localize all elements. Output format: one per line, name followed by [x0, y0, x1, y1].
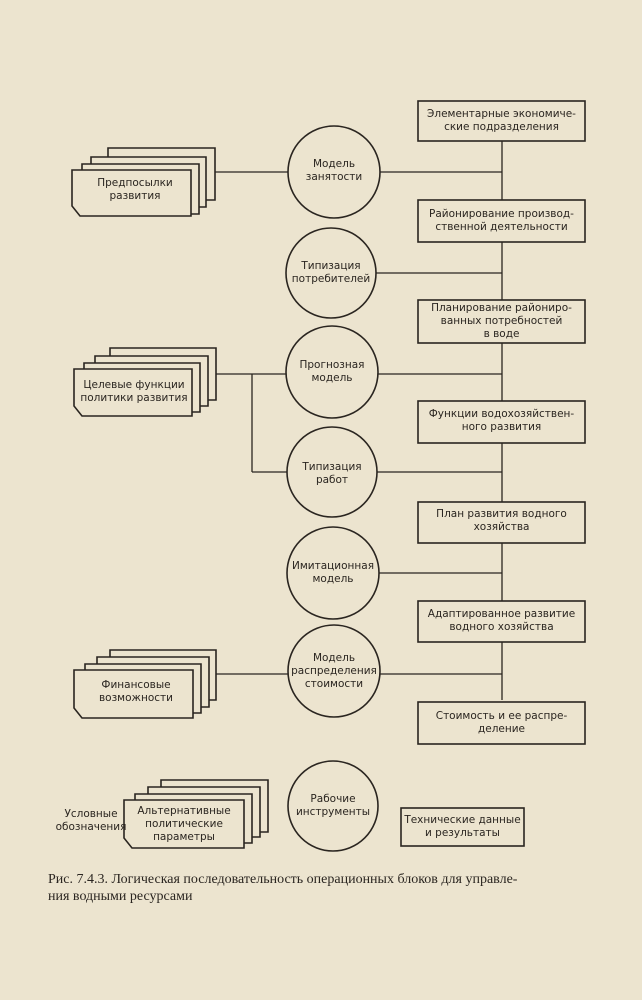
- input-label-target-functions: Целевые функции политики развития: [80, 379, 188, 404]
- input-stack-financial: [73, 649, 217, 719]
- model-circle-cost-model: [287, 624, 381, 718]
- legend-title: Условные обозначения: [55, 808, 127, 833]
- output-box-planning: [417, 299, 586, 344]
- output-label-planning: Планирование райониро- ванных потребност…: [431, 302, 572, 340]
- legend-tool-circle: [287, 760, 379, 852]
- model-circle-employment: [287, 125, 381, 219]
- output-box-plan: [417, 501, 586, 544]
- legend-output-box: [400, 807, 525, 847]
- figure-caption: Рис. 7.4.3. Логическая последовательност…: [48, 872, 518, 904]
- model-circle-consumers: [285, 227, 377, 319]
- output-box-elementary: [417, 100, 586, 142]
- output-box-cost: [417, 701, 586, 745]
- output-label-plan: План развития водного хозяйства: [436, 508, 567, 533]
- model-label-simulation: Имитационная модель: [291, 560, 375, 585]
- input-label-financial: Финансовые возможности: [98, 679, 173, 704]
- model-label-works: Типизация работ: [302, 461, 362, 486]
- model-circle-works: [286, 426, 378, 518]
- input-stack-prerequisites: [71, 147, 216, 217]
- model-label-forecast: Прогнозная модель: [299, 359, 365, 384]
- input-stack-target-functions: [73, 347, 217, 417]
- legend-input-stack: [123, 779, 269, 849]
- output-label-adapted: Адаптированное развитие водного хозяйств…: [427, 608, 576, 633]
- output-box-functions: [417, 400, 586, 444]
- output-label-functions: Функции водохозяйствен- ного развития: [428, 408, 575, 433]
- legend-output-label: Технические данные и результаты: [404, 814, 521, 839]
- model-circle-forecast: [285, 325, 379, 419]
- output-label-zoning: Районирование производ- ственной деятель…: [429, 208, 574, 233]
- model-label-consumers: Типизация потребителей: [291, 260, 371, 285]
- input-label-prerequisites: Предпосылки развития: [97, 177, 173, 202]
- output-box-zoning: [417, 199, 586, 243]
- model-label-cost-model: Модель распределения стоимости: [291, 652, 377, 690]
- output-label-elementary: Элементарные экономиче- ские подразделен…: [427, 108, 576, 133]
- model-circle-simulation: [286, 526, 380, 620]
- model-label-employment: Модель занятости: [305, 158, 363, 183]
- legend-input-label: Альтернативные политические параметры: [137, 805, 231, 843]
- output-label-cost: Стоимость и ее распре- деление: [435, 710, 568, 735]
- legend-tool-label: Рабочие инструменты: [295, 793, 371, 818]
- output-box-adapted: [417, 600, 586, 643]
